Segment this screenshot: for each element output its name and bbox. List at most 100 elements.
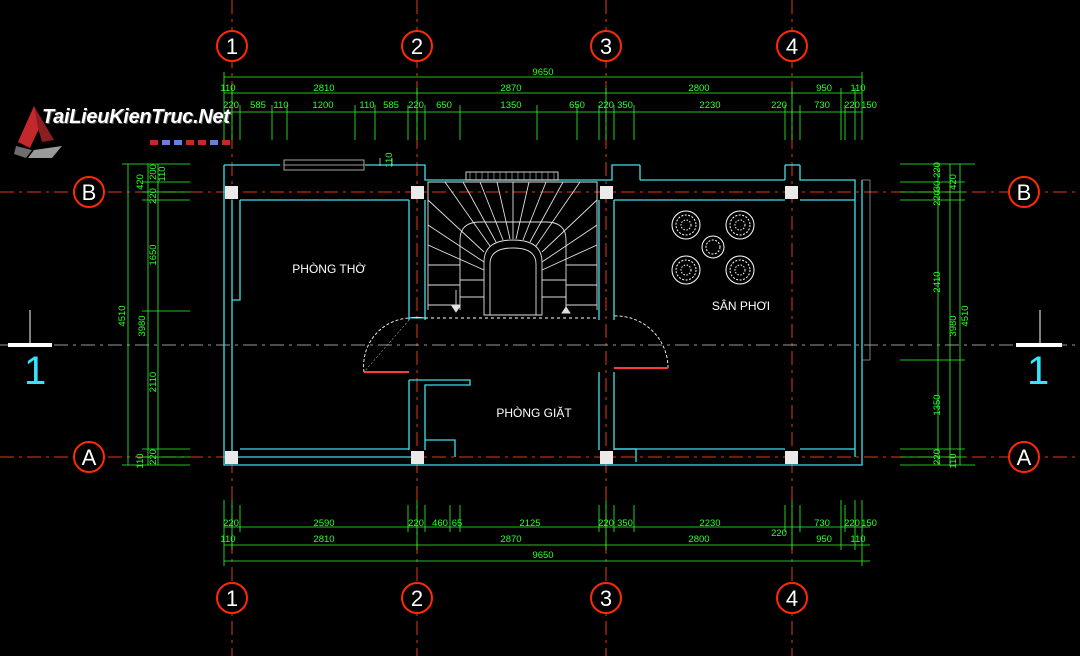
grid-bubble-bottom-3: 3 xyxy=(590,582,622,614)
svg-text:4: 4 xyxy=(786,34,798,59)
svg-text:2110: 2110 xyxy=(148,372,159,392)
svg-text:9650: 9650 xyxy=(532,67,553,78)
svg-text:2125: 2125 xyxy=(519,518,540,529)
section-mark-right: 1 xyxy=(1016,310,1062,393)
dimension-labels-bottom: 220 2590 220 460 65 2125 220 350 2230 22… xyxy=(220,518,877,561)
svg-text:220: 220 xyxy=(598,518,614,529)
svg-text:110: 110 xyxy=(850,83,865,94)
svg-text:1: 1 xyxy=(226,34,238,59)
svg-text:2810: 2810 xyxy=(313,83,334,94)
svg-text:3: 3 xyxy=(600,586,612,611)
svg-text:220: 220 xyxy=(223,100,239,111)
svg-text:650: 650 xyxy=(569,100,585,111)
table-center xyxy=(701,235,725,259)
room-label-terrace: SÂN PHƠI xyxy=(712,298,770,313)
door-right xyxy=(613,315,669,369)
svg-text:220: 220 xyxy=(771,528,787,539)
grid-bubble-right-A: A xyxy=(1008,441,1040,473)
svg-text:585: 585 xyxy=(250,100,266,111)
svg-text:A: A xyxy=(82,445,97,470)
svg-text:1: 1 xyxy=(1027,349,1049,393)
svg-text:1650: 1650 xyxy=(148,244,159,265)
top-window xyxy=(283,159,365,171)
svg-text:585: 585 xyxy=(383,100,399,111)
svg-text:150: 150 xyxy=(861,100,877,111)
grid-bubble-bottom-2: 2 xyxy=(401,582,433,614)
stool-top-right xyxy=(725,210,755,240)
svg-text:4510: 4510 xyxy=(960,305,971,326)
logo-dots-icon xyxy=(150,140,230,145)
room-label-laundry: PHÒNG GIẶT xyxy=(496,405,572,420)
svg-text:3980: 3980 xyxy=(948,315,959,336)
table-set xyxy=(671,210,755,285)
svg-text:2230: 2230 xyxy=(699,518,720,529)
svg-text:B: B xyxy=(82,180,97,205)
svg-text:200: 200 xyxy=(148,164,159,180)
watermark-text: TaiLieuKienTruc.Net xyxy=(42,106,230,128)
svg-text:220: 220 xyxy=(408,100,424,111)
svg-text:2870: 2870 xyxy=(500,83,521,94)
watermark-logo: TaiLieuKienTruc.Net xyxy=(12,100,262,160)
svg-text:3: 3 xyxy=(600,34,612,59)
grid-bubble-bottom-1: 1 xyxy=(216,582,248,614)
svg-text:220: 220 xyxy=(932,449,943,465)
grid-bubble-top-4: 4 xyxy=(776,30,808,62)
svg-text:110: 110 xyxy=(220,83,235,94)
svg-text:2230: 2230 xyxy=(699,100,720,111)
grid-bubble-top-2: 2 xyxy=(401,30,433,62)
svg-text:730: 730 xyxy=(814,518,830,529)
stool-bottom-left xyxy=(671,255,701,285)
grid-bubble-left-A: A xyxy=(73,441,105,473)
svg-text:110: 110 xyxy=(948,453,959,468)
grid-bubble-bottom-4: 4 xyxy=(776,582,808,614)
svg-text:950: 950 xyxy=(816,534,832,545)
svg-text:350: 350 xyxy=(617,100,633,111)
svg-text:220: 220 xyxy=(408,518,424,529)
svg-text:110: 110 xyxy=(135,453,146,468)
section-mark-left: 1 xyxy=(8,310,52,393)
svg-text:4: 4 xyxy=(786,586,798,611)
svg-text:30: 30 xyxy=(932,181,943,192)
svg-text:110: 110 xyxy=(157,166,168,181)
stool-bottom-right xyxy=(725,255,755,285)
svg-text:3980: 3980 xyxy=(137,315,148,336)
svg-text:1350: 1350 xyxy=(500,100,521,111)
svg-text:220: 220 xyxy=(932,162,943,178)
grid-bubble-top-1: 1 xyxy=(216,30,248,62)
svg-text:2810: 2810 xyxy=(313,534,334,545)
small-window-tick xyxy=(379,158,393,166)
grid-bubble-left-B: B xyxy=(73,176,105,208)
svg-text:2800: 2800 xyxy=(688,83,709,94)
svg-text:110: 110 xyxy=(220,534,235,545)
dimension-labels-right: 220 30 220 420 2410 3980 4510 1350 220 1… xyxy=(932,162,971,469)
svg-text:B: B xyxy=(1017,180,1032,205)
window-dim-label: 110 xyxy=(384,152,395,167)
svg-text:1: 1 xyxy=(24,349,46,393)
columns xyxy=(225,186,798,464)
svg-text:2870: 2870 xyxy=(500,534,521,545)
svg-text:420: 420 xyxy=(948,174,959,190)
logo-mark-icon xyxy=(14,106,62,158)
svg-text:110: 110 xyxy=(850,534,865,545)
svg-text:220: 220 xyxy=(148,449,159,465)
svg-text:65: 65 xyxy=(452,518,463,529)
svg-text:2410: 2410 xyxy=(932,271,943,292)
grid-bubble-right-B: B xyxy=(1008,176,1040,208)
svg-text:420: 420 xyxy=(135,174,146,190)
room-label-worship: PHÒNG THỜ xyxy=(292,261,366,276)
svg-text:220: 220 xyxy=(844,100,860,111)
svg-text:220: 220 xyxy=(771,100,787,111)
svg-text:220: 220 xyxy=(148,188,159,204)
svg-text:2800: 2800 xyxy=(688,534,709,545)
dimension-labels-top: 9650 110 2810 2870 2800 950 110 220 585 … xyxy=(220,67,877,111)
svg-text:1200: 1200 xyxy=(312,100,333,111)
staircase xyxy=(427,171,598,316)
svg-text:2: 2 xyxy=(411,34,423,59)
dimension-lines xyxy=(122,72,975,566)
svg-text:110: 110 xyxy=(359,100,374,111)
svg-text:9650: 9650 xyxy=(532,550,553,561)
svg-text:220: 220 xyxy=(598,100,614,111)
dimension-labels-left: 420 200 220 110 1650 3980 4510 2110 220 … xyxy=(117,164,168,469)
svg-text:220: 220 xyxy=(844,518,860,529)
